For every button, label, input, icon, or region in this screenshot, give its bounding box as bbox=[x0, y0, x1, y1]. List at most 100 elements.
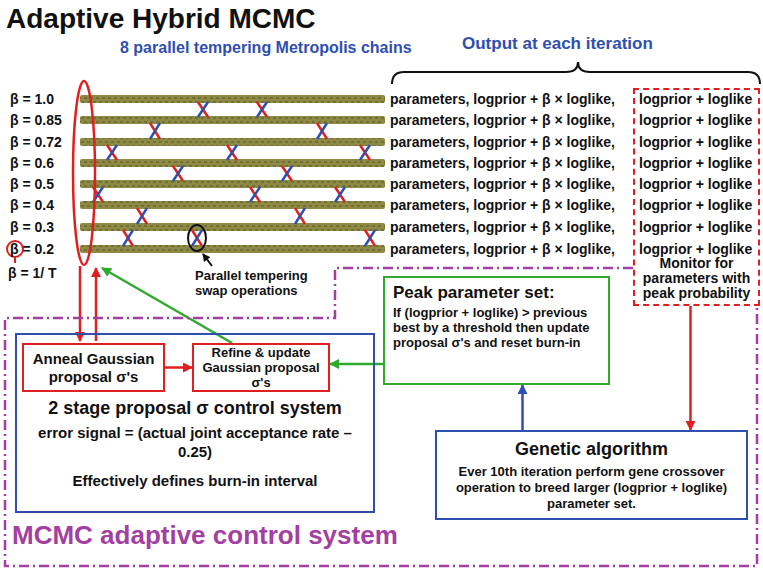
swap-stroke bbox=[257, 102, 267, 117]
output-text: parameters, logprior + β × loglike, bbox=[390, 91, 615, 107]
swap-stroke bbox=[360, 145, 370, 160]
chain-start-ellipse bbox=[73, 81, 95, 265]
swap-stroke bbox=[173, 166, 183, 181]
output-text: parameters, logprior + β × loglike, bbox=[390, 241, 615, 257]
section-heading: Output at each iteration bbox=[462, 36, 653, 52]
swap-stroke bbox=[137, 208, 147, 224]
swap-marks bbox=[93, 102, 375, 246]
swap-stroke bbox=[282, 166, 292, 181]
control-region: MCMC adaptive control system Peak paramet… bbox=[0, 268, 763, 571]
chain-bar bbox=[80, 159, 385, 167]
beta-definition: β = 1/ T bbox=[8, 265, 57, 281]
output-value: logprior + loglike bbox=[639, 176, 752, 192]
chain-bar bbox=[80, 180, 385, 188]
swap-stroke bbox=[192, 230, 202, 246]
swap-stroke bbox=[295, 208, 305, 224]
swap-stroke bbox=[335, 187, 345, 202]
output-value: logprior + loglike bbox=[639, 241, 752, 257]
process-box: Refine & update Gaussian proposal σ's bbox=[192, 343, 330, 392]
output-text: parameters, logprior + β × loglike, bbox=[390, 197, 615, 213]
swap-stroke bbox=[365, 230, 375, 246]
output-brace bbox=[392, 62, 760, 84]
node-heading: 2 stage proposal σ control system bbox=[25, 397, 365, 419]
output-text: parameters, logprior + β × loglike, bbox=[390, 176, 615, 192]
tempering-chains bbox=[80, 95, 385, 253]
swap-stroke bbox=[282, 166, 292, 181]
swap-stroke bbox=[295, 208, 305, 224]
node-text: Monitor for parameters with peak probabi… bbox=[635, 256, 758, 301]
swap-stroke bbox=[137, 208, 147, 224]
chain-bar bbox=[80, 245, 385, 253]
node-heading: Peak parameter set: bbox=[393, 282, 600, 303]
chain-bar bbox=[80, 116, 385, 124]
node-text: Ever 10th iteration perform gene crossov… bbox=[445, 464, 738, 512]
node-heading: Genetic algorithm bbox=[445, 438, 738, 460]
swap-stroke bbox=[227, 145, 237, 160]
swap-stroke bbox=[250, 187, 260, 202]
output-text: parameters, logprior + β × loglike, bbox=[390, 134, 615, 150]
node-text: Effectively defines burn-in interval bbox=[25, 471, 365, 490]
flow-arrow bbox=[330, 363, 383, 366]
swap-stroke bbox=[335, 187, 345, 202]
annotation: Parallel tempering swap operations bbox=[195, 268, 320, 298]
flow-arrow bbox=[165, 366, 192, 369]
swap-stroke bbox=[317, 123, 327, 139]
swap-stroke bbox=[107, 145, 117, 160]
output-value: logprior + loglike bbox=[639, 134, 752, 150]
output-value: logprior + loglike bbox=[639, 91, 752, 107]
output-text: parameters, logprior + β × loglike, bbox=[390, 219, 615, 235]
swap-stroke bbox=[173, 166, 183, 181]
swap-stroke bbox=[317, 123, 327, 139]
region-title: MCMC adaptive control system bbox=[12, 520, 398, 550]
swap-stroke bbox=[365, 230, 375, 246]
swap-stroke bbox=[192, 230, 202, 246]
flow-arrow bbox=[521, 385, 524, 430]
swap-stroke bbox=[227, 145, 237, 160]
beta-leader bbox=[14, 257, 16, 263]
beta-value: β = 0.3 bbox=[10, 219, 54, 235]
swap-stroke bbox=[107, 145, 117, 160]
beta-value: β = 0.2 bbox=[10, 241, 54, 257]
chain-bar bbox=[80, 95, 385, 103]
swap-pointer bbox=[203, 254, 212, 266]
beta-value: β = 0.6 bbox=[10, 155, 54, 171]
beta-value: β = 0.5 bbox=[10, 176, 54, 192]
region-border bbox=[5, 268, 757, 566]
swap-stroke bbox=[198, 102, 208, 117]
process-box: Genetic algorithmEver 10th iteration per… bbox=[435, 430, 748, 520]
chain-bar bbox=[80, 201, 385, 209]
swap-stroke bbox=[123, 230, 133, 246]
output-value: logprior + loglike bbox=[639, 112, 752, 128]
output-value: logprior + loglike bbox=[639, 219, 752, 235]
output-text: parameters, logprior + β × loglike, bbox=[390, 155, 615, 171]
monitor-box: logprior + loglike logprior + loglike logp… bbox=[633, 88, 760, 306]
node-heading: Refine & update Gaussian proposal σ's bbox=[198, 345, 324, 390]
swap-stroke bbox=[198, 102, 208, 117]
beta-value: β = 0.72 bbox=[10, 134, 62, 150]
swap-stroke bbox=[360, 145, 370, 160]
process-box: Anneal Gaussian proposal σ's bbox=[22, 343, 165, 392]
beta-value: β = 0.4 bbox=[10, 197, 54, 213]
anneal-up-arrow bbox=[95, 268, 98, 341]
swap-stroke bbox=[250, 187, 260, 202]
section-heading: 8 parallel tempering Metropolis chains bbox=[120, 40, 412, 56]
swap-highlight bbox=[188, 225, 206, 251]
output-text: parameters, logprior + β × loglike, bbox=[390, 112, 615, 128]
node-heading: Anneal Gaussian proposal σ's bbox=[28, 350, 159, 386]
process-box: 2 stage proposal σ control system error s… bbox=[15, 333, 375, 513]
swap-stroke bbox=[123, 230, 133, 246]
process-box: Peak parameter set:If (logprior + loglik… bbox=[383, 276, 610, 385]
title: Adaptive Hybrid MCMC bbox=[6, 3, 316, 35]
swap-stroke bbox=[150, 123, 160, 139]
swap-stroke bbox=[150, 123, 160, 139]
swap-stroke bbox=[257, 102, 267, 117]
beta-value: β = 1.0 bbox=[10, 91, 54, 107]
chain-bar bbox=[80, 223, 385, 231]
output-value: logprior + loglike bbox=[639, 197, 752, 213]
flow-arrow bbox=[689, 306, 692, 430]
node-text: If (logprior + loglike) > previous best … bbox=[393, 305, 600, 350]
anneal-down-arrow bbox=[79, 266, 82, 341]
node-text: error signal = (actual joint acceptance … bbox=[25, 423, 365, 461]
beta-value: β = 0.85 bbox=[10, 112, 62, 128]
output-value: logprior + loglike bbox=[639, 155, 752, 171]
